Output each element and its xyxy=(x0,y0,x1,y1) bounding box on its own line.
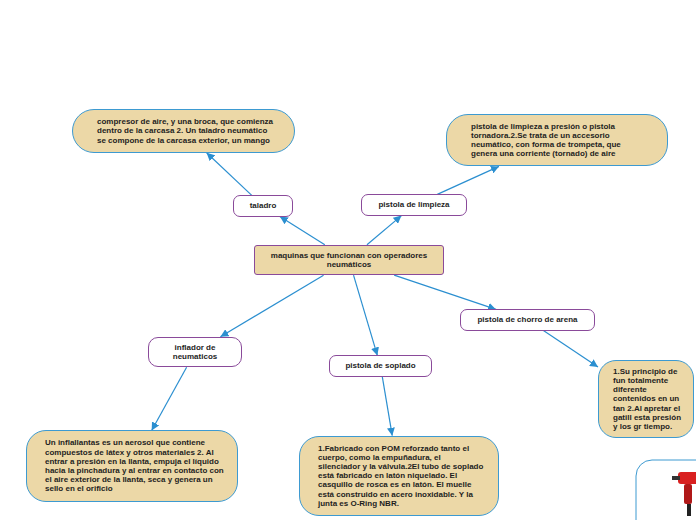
description-box: 1.Fabricado con POM reforzado tanto el c… xyxy=(299,436,499,516)
concept-box: taladro xyxy=(233,195,293,216)
node-text: pistola de limpieza a presión o pistola … xyxy=(471,122,647,159)
node-text: maquinas que funcionan con operadores ne… xyxy=(263,251,435,269)
node-text: pistola de limpieza xyxy=(366,200,462,209)
connector-arrow xyxy=(367,216,402,245)
concept-box: inflador de neumaticos xyxy=(148,337,242,367)
node-text: 1.Su principio de fun totalmente diferen… xyxy=(613,367,687,431)
node-text: inflador de neumaticos xyxy=(155,343,235,361)
connector-arrow xyxy=(152,367,187,430)
tool-body xyxy=(678,472,696,484)
node-text: compresor de aire, y una broca, que comi… xyxy=(97,117,274,145)
tool-nozzle xyxy=(672,476,680,480)
tool-picture xyxy=(636,460,696,520)
node-text: Un inflallantas es un aerosol que contie… xyxy=(45,438,225,493)
concept-box: pistola de chorro de arena xyxy=(460,309,595,330)
connector-arrow xyxy=(543,331,598,367)
connector-arrow xyxy=(280,217,325,245)
description-box: compresor de aire, y una broca, que comi… xyxy=(72,109,295,153)
description-box: 1.Su principio de fun totalmente diferen… xyxy=(598,360,694,438)
concept-box: pistola de soplado xyxy=(329,355,432,376)
connector-arrow xyxy=(354,275,378,355)
connector-arrow xyxy=(437,166,499,194)
topic-box: maquinas que funcionan con operadores ne… xyxy=(254,245,444,275)
connector-arrow xyxy=(220,275,323,337)
picture-frame xyxy=(636,460,696,520)
concept-box: pistola de limpieza xyxy=(361,194,467,215)
node-text: pistola de soplado xyxy=(334,361,427,370)
node-text: pistola de chorro de arena xyxy=(465,315,590,324)
connector-arrow xyxy=(394,275,496,309)
description-box: pistola de limpieza a presión o pistola … xyxy=(446,114,668,167)
node-text: 1.Fabricado con POM reforzado tanto el c… xyxy=(318,444,484,508)
tool-grip xyxy=(684,484,692,504)
tool-hose xyxy=(687,504,691,516)
connector-arrow xyxy=(207,153,252,196)
connector-arrow xyxy=(382,377,392,436)
node-text: taladro xyxy=(238,201,288,210)
description-box: Un inflallantas es un aerosol que contie… xyxy=(26,430,238,501)
